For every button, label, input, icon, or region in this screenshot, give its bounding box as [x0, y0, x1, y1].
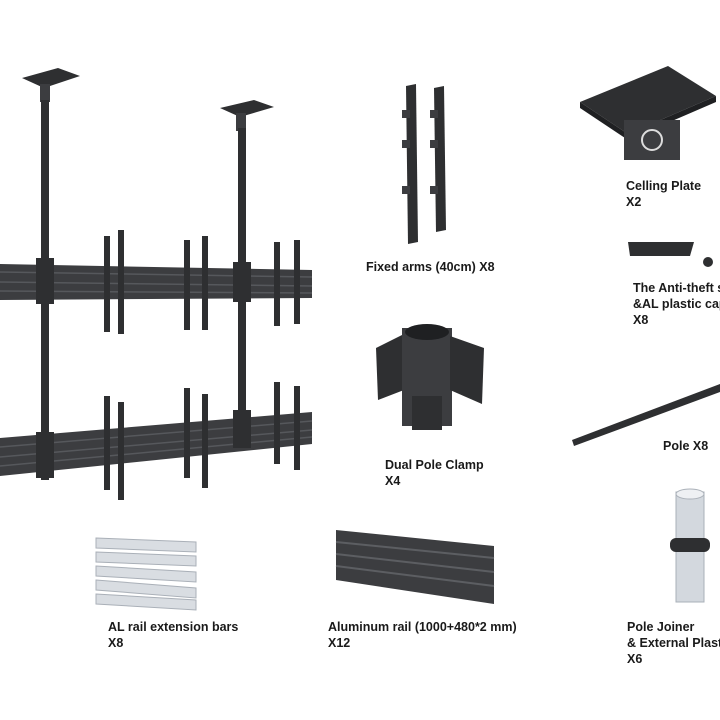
- dual-pole-clamp-qty: X4: [385, 474, 401, 488]
- pole-joiner-line2: & External Plast: [627, 636, 720, 650]
- anti-theft-qty: X8: [633, 313, 649, 327]
- ceiling-plate-qty: X2: [626, 195, 642, 209]
- pole-joiner-line1: Pole Joiner: [627, 620, 695, 634]
- ceiling-plate-label: Celling Plate X2: [626, 178, 701, 210]
- aluminum-rail-name: Aluminum rail (1000+480*2 mm): [328, 620, 517, 634]
- fixed-arms-label: Fixed arms (40cm) X8: [366, 259, 495, 275]
- pole-joiner-image: [670, 488, 710, 603]
- pole-image: [572, 384, 720, 446]
- aluminum-rail-qty: X12: [328, 636, 351, 650]
- anti-theft-parts-image: [628, 242, 713, 267]
- dual-pole-clamp-name: Dual Pole Clamp: [385, 458, 484, 472]
- ceiling-plate-name: Celling Plate: [626, 179, 702, 193]
- fixed-arms-name: Fixed arms (40cm) X8: [366, 260, 495, 274]
- dual-pole-clamp-image: [376, 324, 484, 430]
- al-rail-ext-qty: X8: [108, 636, 124, 650]
- al-rail-ext-name: AL rail extension bars: [108, 620, 239, 634]
- ceiling-plate-image: [580, 66, 716, 160]
- pole-label: Pole X8: [663, 438, 708, 454]
- dual-pole-clamp-label: Dual Pole Clamp X4: [385, 457, 484, 489]
- al-rail-extension-bars-image: [95, 537, 197, 611]
- fixed-arms-image: [402, 84, 446, 244]
- pole-joiner-label: Pole Joiner & External Plast X6: [627, 619, 720, 667]
- anti-theft-line2: &AL plastic cap: [633, 297, 720, 311]
- assembled-mount-image: [0, 68, 313, 500]
- pole-joiner-qty: X6: [627, 652, 643, 666]
- aluminum-rail-image: [335, 530, 495, 604]
- pole-name: Pole X8: [663, 439, 709, 453]
- anti-theft-label: The Anti-theft s &AL plastic cap X8: [633, 280, 720, 328]
- al-rail-ext-label: AL rail extension bars X8: [108, 619, 238, 651]
- aluminum-rail-label: Aluminum rail (1000+480*2 mm) X12: [328, 619, 517, 651]
- anti-theft-line1: The Anti-theft s: [633, 281, 720, 295]
